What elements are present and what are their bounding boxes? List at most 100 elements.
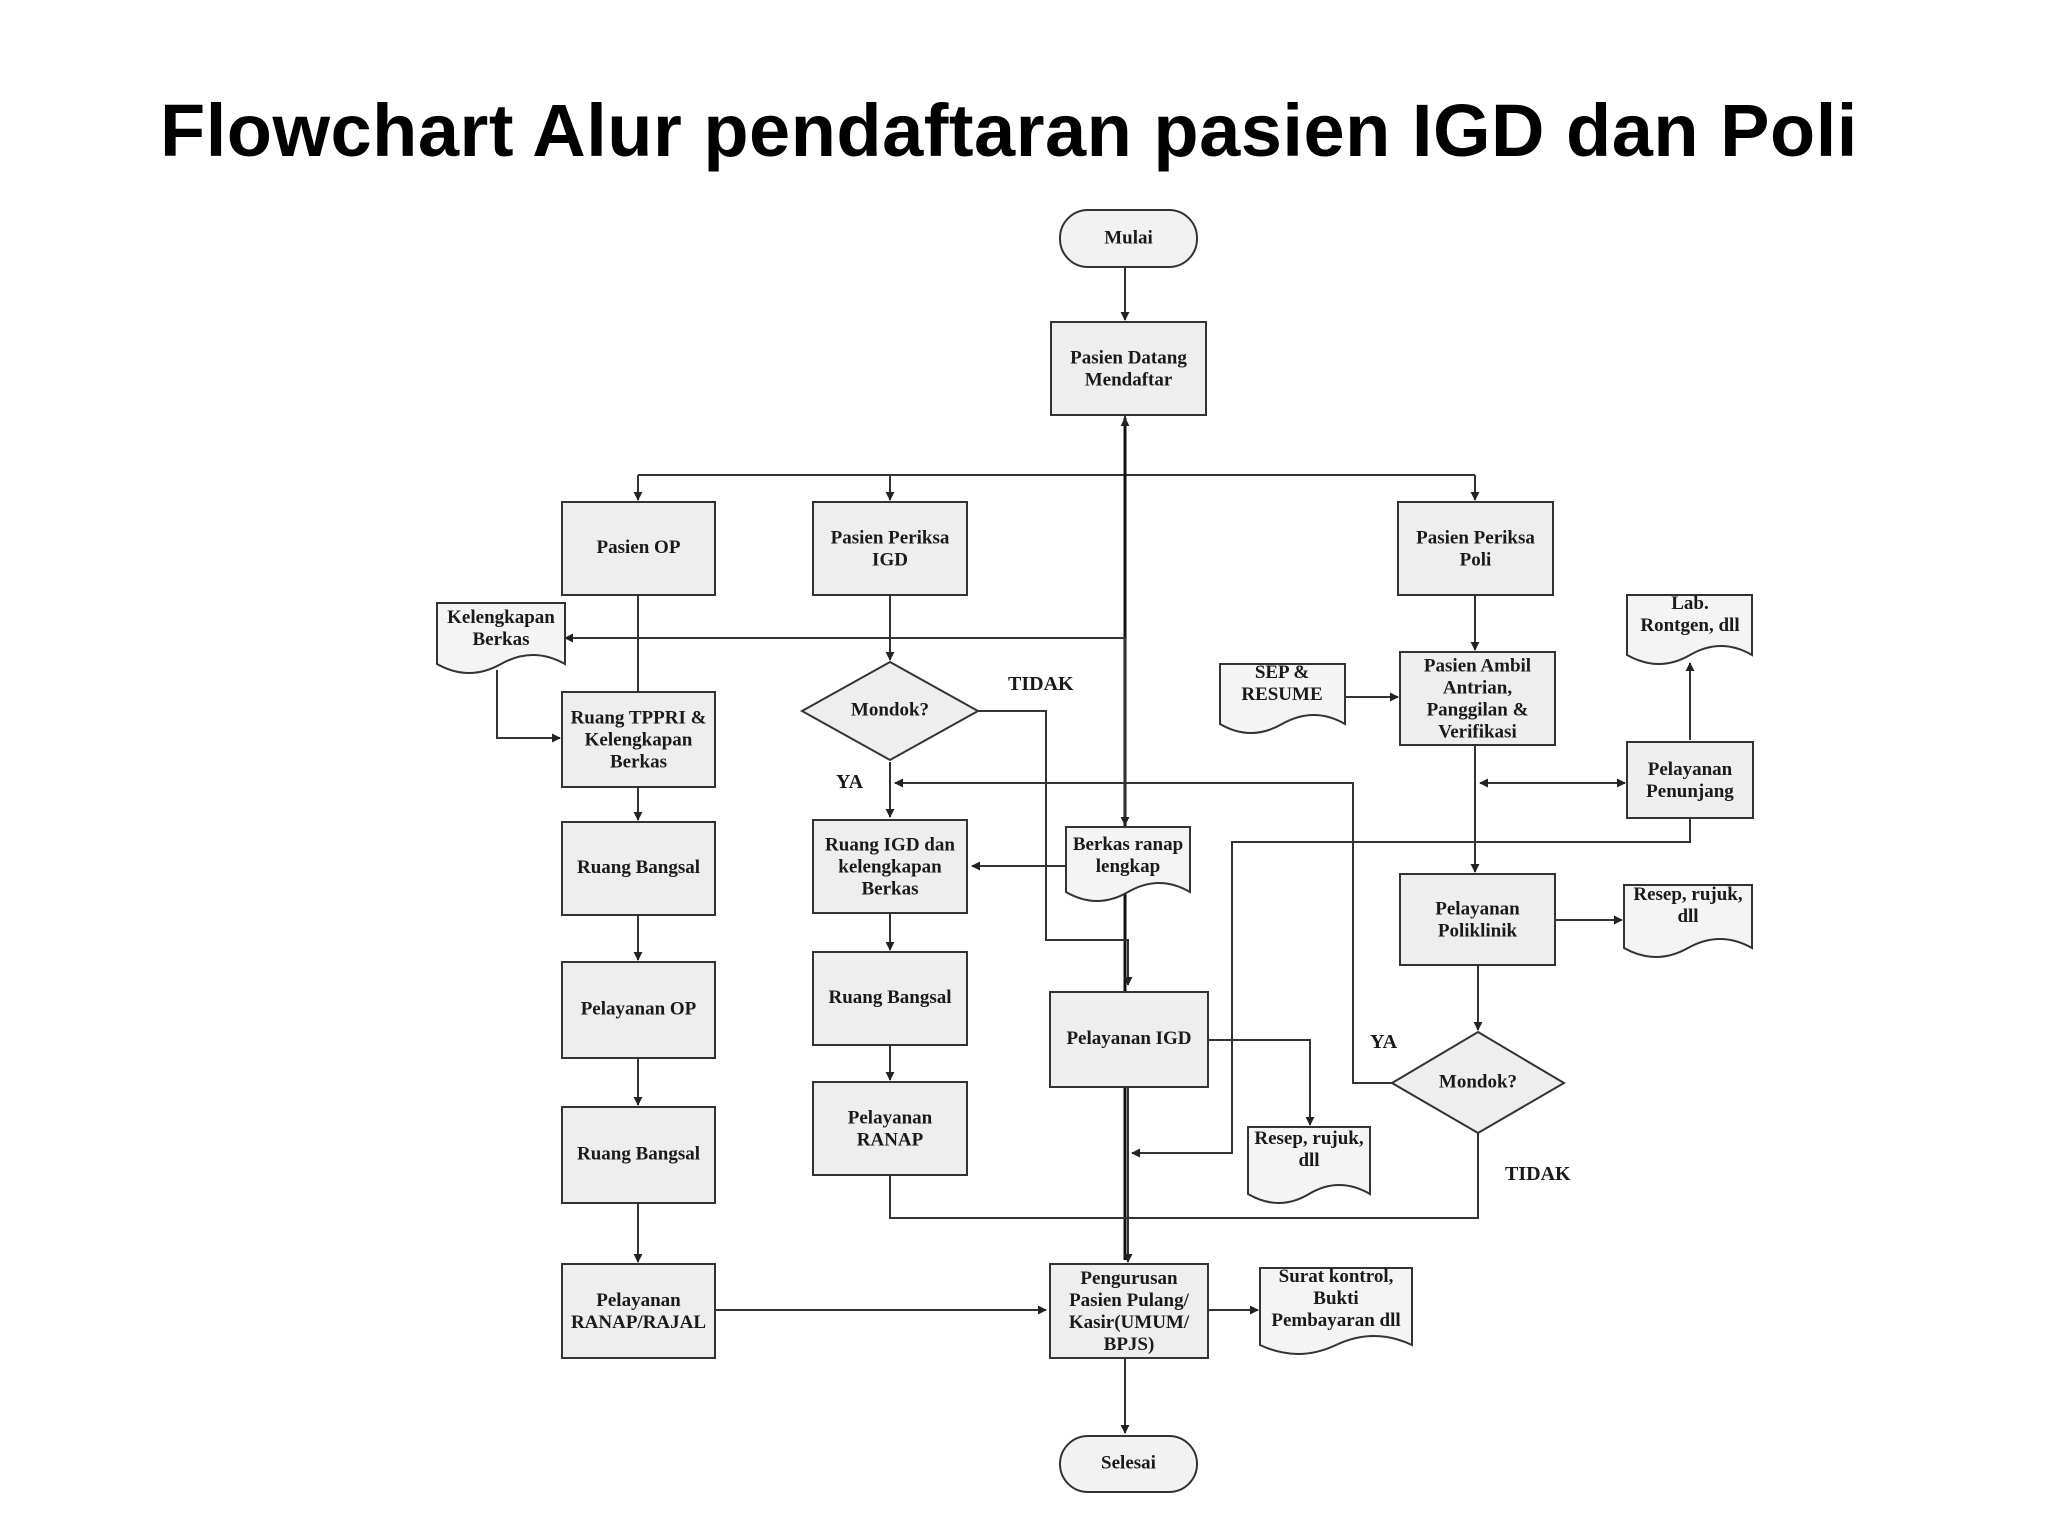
label-line: Verifikasi [1438,722,1516,743]
label-line: Pasien Pulang/ [1069,1290,1190,1311]
node-selesai: Selesai [1059,1435,1198,1493]
edge-kelengkapan-tppri [496,670,561,743]
label-line: Pasien Periksa [1416,528,1535,549]
label-line: Pelayanan [848,1108,933,1129]
label-line: Kelengkapan [585,730,693,751]
label-line: Pelayanan [596,1290,681,1311]
node-mondok-igd-label: Mondok? [851,699,929,720]
label-line: Panggilan & [1427,700,1529,721]
label-line: Poliklinik [1438,921,1518,942]
edge-penunjang-loop [1131,818,1691,1158]
node-ruang-bangsal-op-1-label: Ruang Bangsal [577,857,700,878]
label-line: Berkas [610,752,667,773]
node-lab-rontgen-label: Lab.Rontgen, dll [1640,593,1739,636]
node-pelayanan-op: Pelayanan OP [561,961,716,1059]
node-pelayanan-op-label: Pelayanan OP [581,998,697,1019]
label-line: dll [1298,1150,1319,1171]
label-line: Berkas [862,879,919,900]
label-line: Berkas [473,629,530,650]
page-title: Flowchart Alur pendaftaran pasien IGD da… [160,89,1858,172]
label-line: RANAP/RAJAL [571,1312,706,1333]
node-mulai-label: Mulai [1104,227,1153,248]
label-line: Resep, rujuk, [1254,1128,1364,1149]
node-pelayanan-igd-label: Pelayanan IGD [1066,1028,1191,1049]
connectors [496,267,1695,1434]
edge-ranap-bottom [889,1133,1479,1219]
edge-mondokpoli-ya [894,778,1392,1084]
edge-label-ya-poli: YA [1370,1031,1398,1053]
node-ruang-bangsal-igd-label: Ruang Bangsal [828,987,951,1008]
node-ruang-bangsal-op-2: Ruang Bangsal [561,1106,716,1204]
label-line: RANAP [857,1130,924,1151]
label-line: IGD [872,550,908,571]
node-resep-poli-label: Resep, rujuk,dll [1633,884,1743,927]
node-sep-resume: SEP &RESUME [1219,662,1346,734]
node-mondok-poli: Mondok? [1390,1030,1566,1135]
label-line: Pelayanan [1648,759,1733,780]
label-line: Surat kontrol, [1279,1266,1394,1287]
node-mulai: Mulai [1059,209,1198,268]
label-line: Poli [1460,550,1492,571]
node-ruang-bangsal-op-2-label: Ruang Bangsal [577,1143,700,1164]
node-pelayanan-igd: Pelayanan IGD [1049,991,1209,1088]
label-line: Lab. [1671,593,1709,614]
label-line: lengkap [1096,856,1160,877]
label-line: kelengkapan [838,857,942,878]
label-line: dll [1677,906,1698,927]
label-line: Pasien Ambil [1424,656,1531,677]
node-pasien-op: Pasien OP [561,501,716,596]
label-line: Pelayanan [1435,899,1520,920]
node-lab-rontgen: Lab.Rontgen, dll [1626,593,1753,665]
label-line: Penunjang [1646,781,1734,802]
label-line: Kelengkapan [447,607,555,628]
label-line: Pembayaran dll [1271,1310,1400,1331]
edge-mondok-tidak [978,710,1133,986]
label-line: BPJS) [1104,1334,1155,1355]
label-line: Bukti [1313,1288,1358,1309]
label-line: Kasir(UMUM/ [1069,1312,1190,1333]
node-mondok-igd: Mondok? [799,660,981,762]
node-resep-igd: Resep, rujuk,dll [1247,1126,1371,1204]
node-pasien-op-label: Pasien OP [597,537,681,558]
label-line: Mendaftar [1085,370,1173,391]
node-ruang-bangsal-igd: Ruang Bangsal [812,951,968,1046]
edge-label-ya-igd: YA [836,771,864,793]
label-line: Resep, rujuk, [1633,884,1743,905]
node-resep-igd-label: Resep, rujuk,dll [1254,1128,1364,1171]
node-mondok-poli-label: Mondok? [1439,1071,1517,1092]
label-line: Pasien Datang [1070,348,1187,369]
label-line: Ruang IGD dan [825,835,955,856]
node-resep-poli: Resep, rujuk,dll [1623,884,1753,958]
node-ruang-bangsal-op-1: Ruang Bangsal [561,821,716,916]
label-line: Pengurusan [1080,1268,1178,1289]
edge-label-tidak-poli: TIDAK [1505,1163,1571,1185]
label-line: Berkas ranap [1073,834,1183,855]
label-line: Antrian, [1443,678,1512,699]
label-line: SEP & [1255,662,1309,683]
